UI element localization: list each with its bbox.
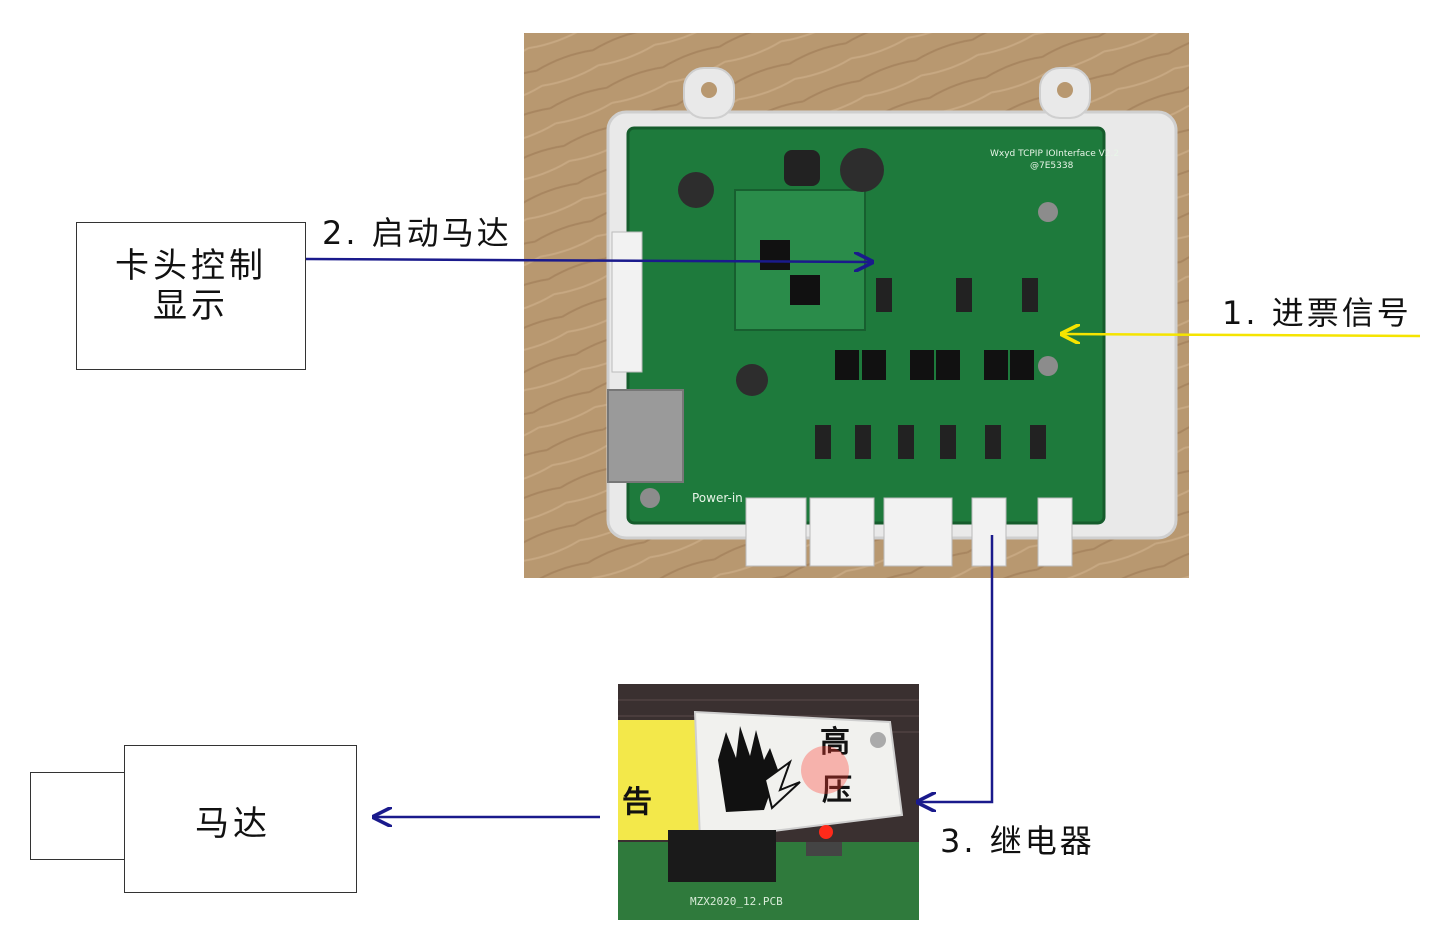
control-display-label: 卡头控制 显示 — [76, 246, 306, 326]
step2-label: 2. 启动马达 — [322, 214, 512, 252]
control-display-box — [76, 222, 306, 370]
board-power-label: Power-in — [692, 491, 743, 505]
relay-warning-bottom: 压 — [822, 773, 852, 808]
step3-arrow — [918, 535, 994, 802]
relay-pcb-label: MZX2020_12.PCB — [690, 895, 783, 908]
step1-arrow — [1062, 334, 1421, 336]
control-display-line1: 卡头控制 — [115, 246, 267, 286]
relay-warning-top: 高 — [820, 725, 850, 760]
control-display-line2: 显示 — [153, 286, 229, 326]
board-silkscreen-code: @7E5338 — [1030, 161, 1074, 171]
step2-arrow — [305, 259, 872, 262]
board-silkscreen-title: Wxyd TCPIP IOInterface V2.2 — [990, 149, 1119, 159]
step3-label: 3. 继电器 — [940, 822, 1095, 860]
motor-label: 马达 — [195, 804, 271, 844]
step1-label: 1. 进票信号 — [1222, 294, 1412, 332]
motor-body-box — [124, 745, 357, 893]
relay-side-text: 告 — [622, 785, 652, 820]
